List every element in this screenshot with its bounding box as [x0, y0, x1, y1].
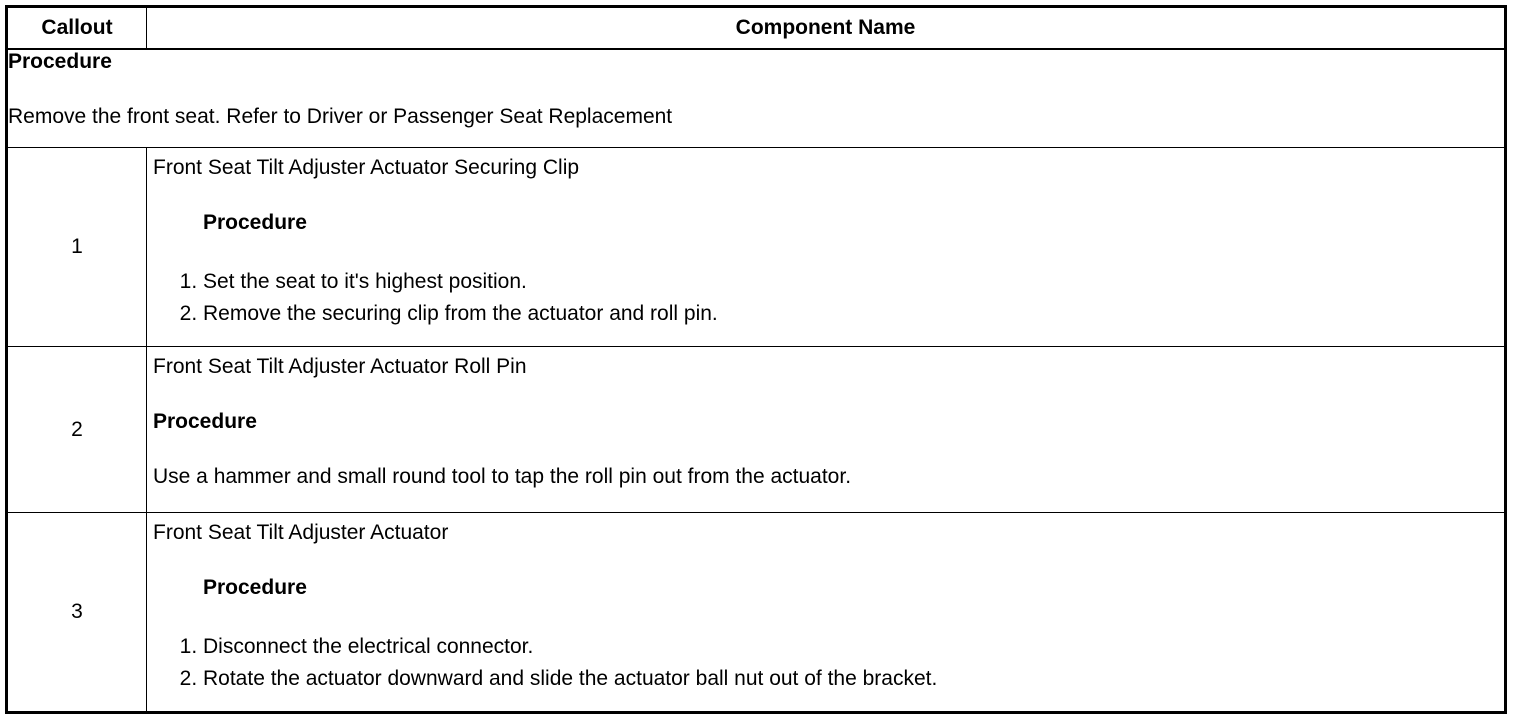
callout-header: Callout — [6, 6, 147, 50]
procedure-step: Set the seat to it's highest position. — [203, 266, 1498, 298]
component-name: Front Seat Tilt Adjuster Actuator Securi… — [153, 156, 580, 179]
procedure-text: Use a hammer and small round tool to tap… — [153, 465, 852, 488]
procedure-heading: Procedure — [203, 576, 307, 599]
callout-number: 3 — [6, 512, 147, 713]
callout-number: 1 — [6, 147, 147, 347]
preliminary-procedure-heading: Procedure — [8, 50, 112, 73]
procedure-steps: Disconnect the electrical connector. Rot… — [153, 631, 1498, 695]
component-cell: Front Seat Tilt Adjuster Actuator Proced… — [146, 512, 1506, 713]
procedure-heading: Procedure — [203, 211, 307, 234]
procedure-table: Callout Component Name Procedure Remove … — [5, 5, 1507, 714]
preliminary-cell: Procedure Remove the front seat. Refer t… — [6, 48, 1506, 148]
component-cell: Front Seat Tilt Adjuster Actuator Securi… — [146, 147, 1506, 347]
procedure-step: Disconnect the electrical connector. — [203, 631, 1498, 663]
component-name-header: Component Name — [146, 6, 1506, 50]
component-name: Front Seat Tilt Adjuster Actuator — [153, 521, 449, 544]
table-row: 1 Front Seat Tilt Adjuster Actuator Secu… — [6, 147, 1506, 347]
callout-number: 2 — [6, 346, 147, 513]
preliminary-row: Procedure Remove the front seat. Refer t… — [6, 48, 1506, 148]
table-row: 2 Front Seat Tilt Adjuster Actuator Roll… — [6, 346, 1506, 513]
header-row: Callout Component Name — [6, 6, 1506, 50]
procedure-step: Remove the securing clip from the actuat… — [203, 298, 1498, 330]
table-row: 3 Front Seat Tilt Adjuster Actuator Proc… — [6, 512, 1506, 713]
component-name: Front Seat Tilt Adjuster Actuator Roll P… — [153, 355, 527, 378]
procedure-heading: Procedure — [153, 410, 257, 433]
procedure-steps: Set the seat to it's highest position. R… — [153, 266, 1498, 330]
component-cell: Front Seat Tilt Adjuster Actuator Roll P… — [146, 346, 1506, 513]
procedure-step: Rotate the actuator downward and slide t… — [203, 663, 1498, 695]
preliminary-procedure-text: Remove the front seat. Refer to Driver o… — [8, 105, 673, 128]
